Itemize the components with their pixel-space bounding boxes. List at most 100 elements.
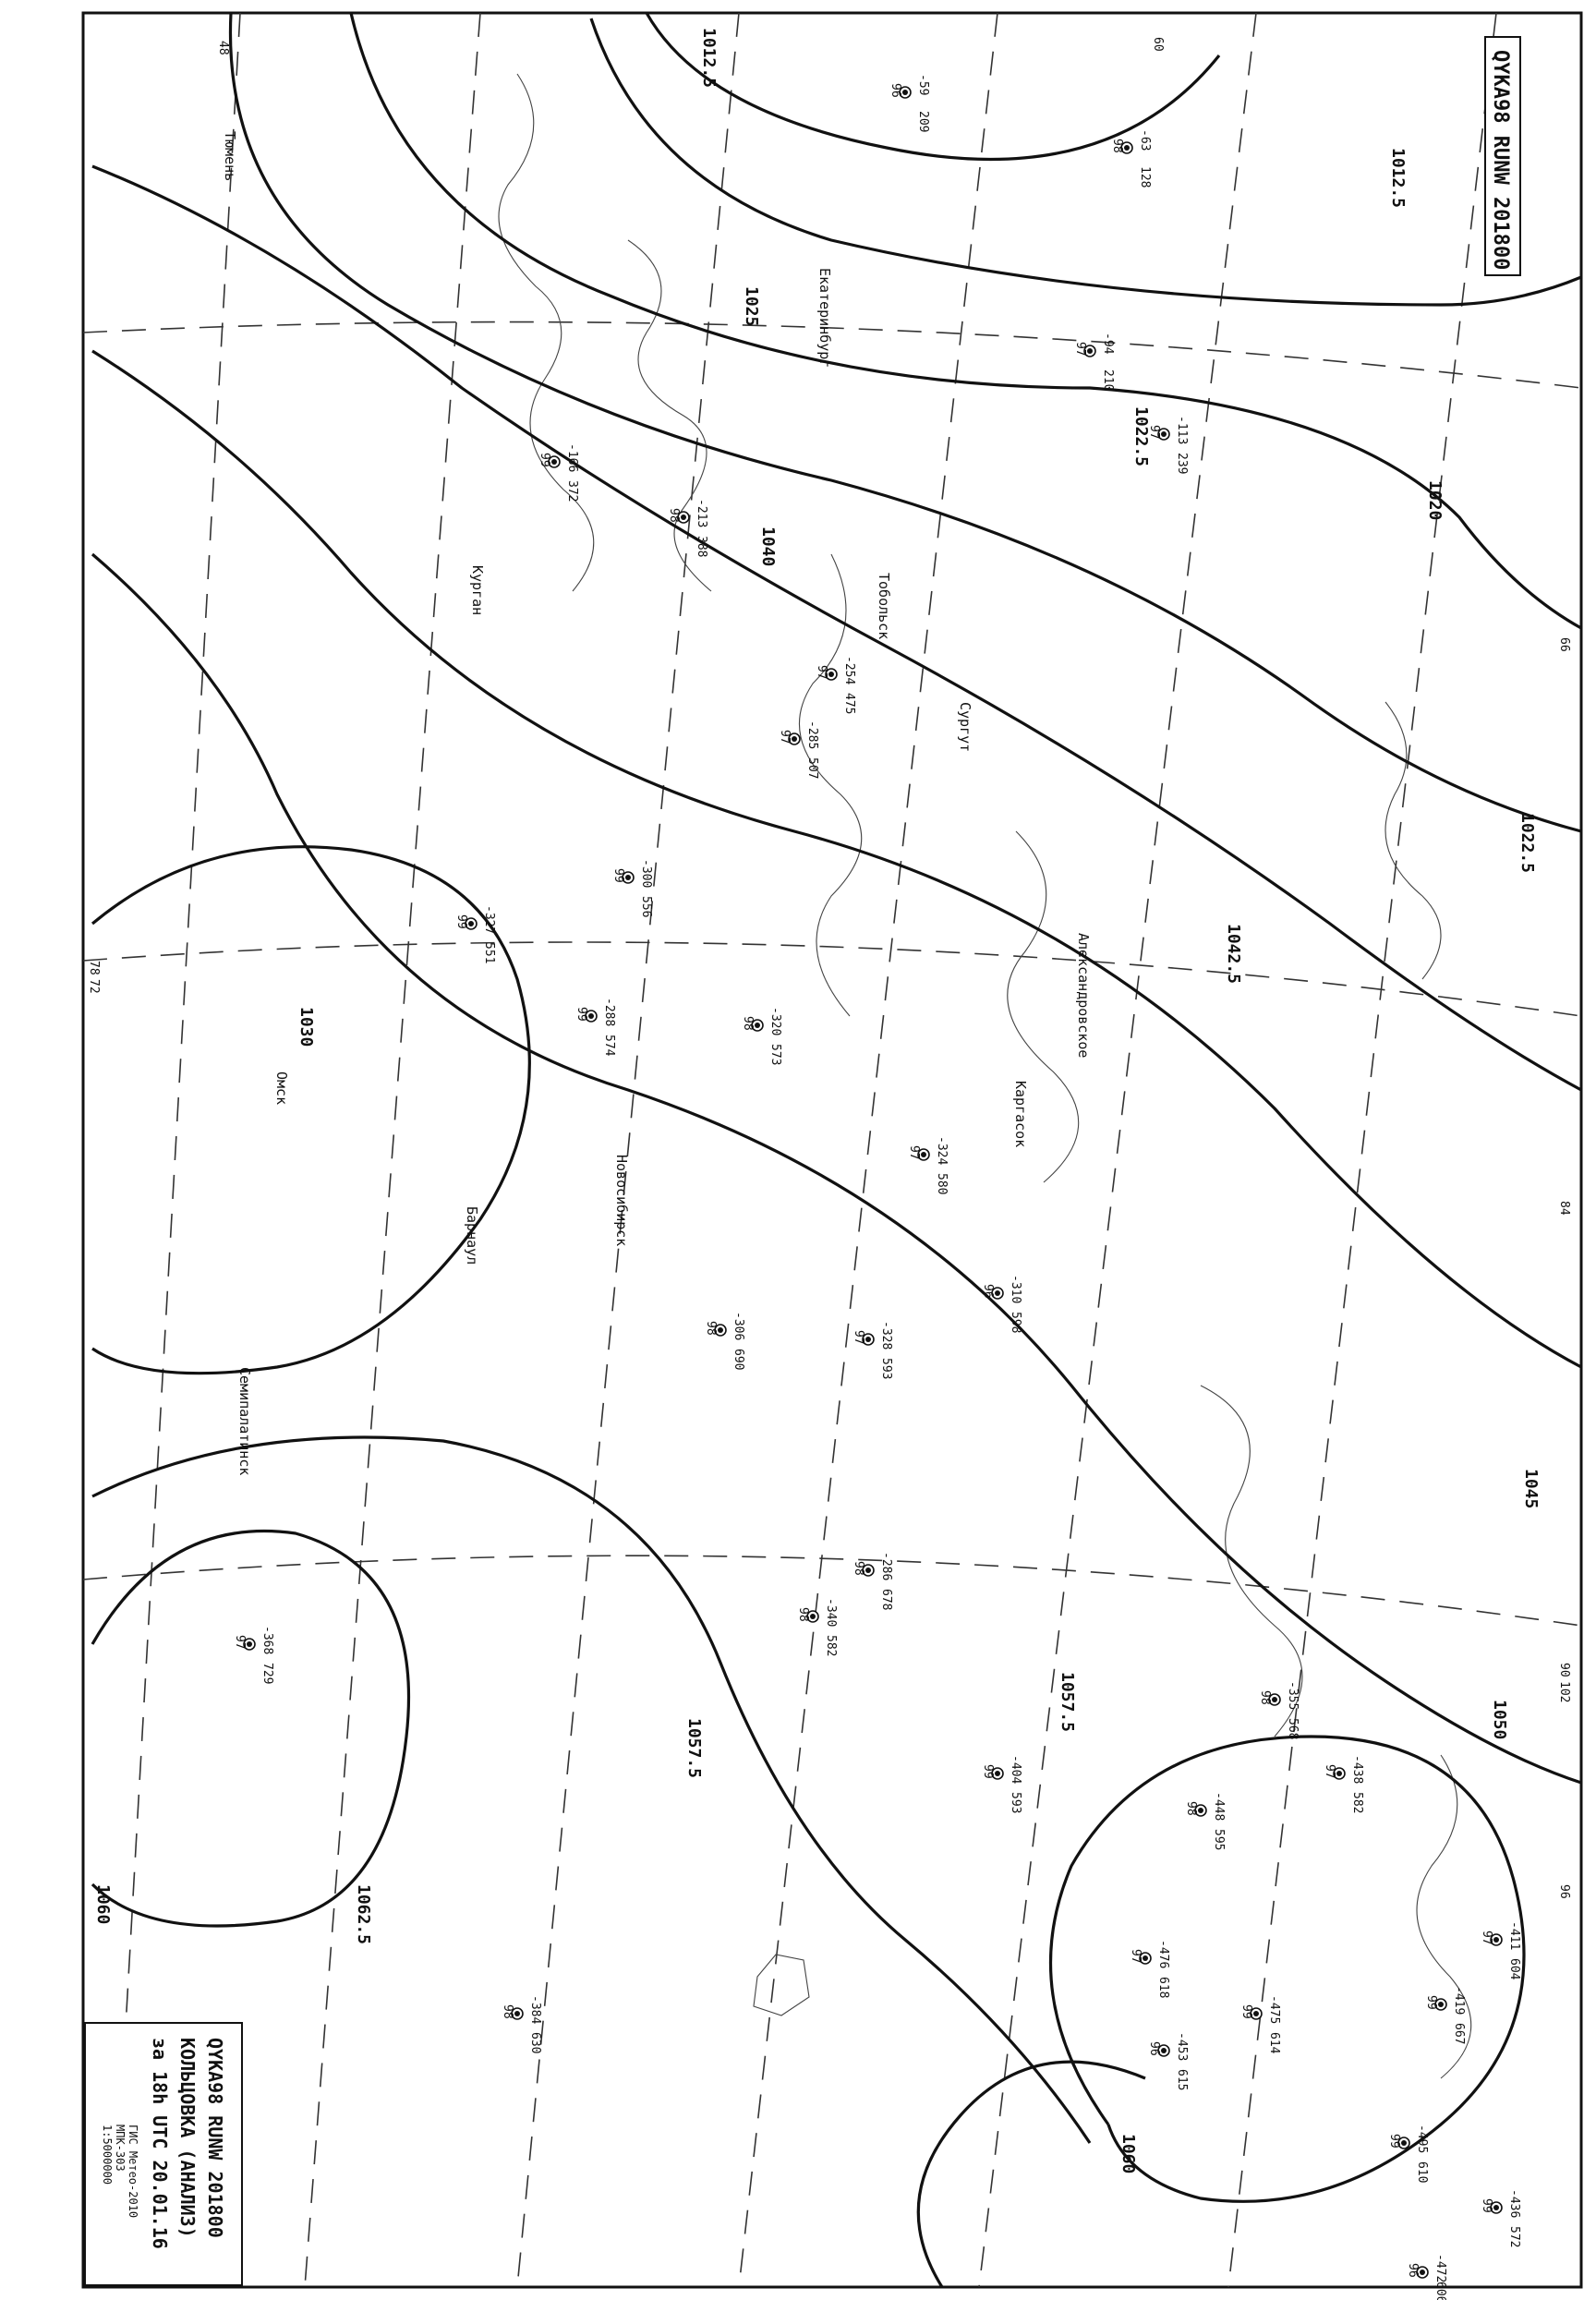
station-dew: 98 [704,1321,718,1336]
isobar-label: 1050 [1490,1700,1509,1739]
station-temp: -448 [1212,1792,1226,1821]
coordinate-grid [82,12,1582,2288]
isobar-label: 1012.5 [699,28,719,88]
grid-label: 72 [87,979,101,994]
station-temp: -286 [879,1552,893,1580]
station-dew: 99 [981,1764,995,1779]
place-name: Курган [469,565,486,615]
station-dew: 96 [889,83,902,98]
station-temp: -436 [1507,2189,1521,2218]
geography-lines [498,73,1472,2079]
station-pressure: 372 [565,480,579,502]
place-name: Барнаул [464,1206,480,1265]
station-pressure: 729 [260,1663,274,1684]
station-pressure: 128 [1138,166,1152,188]
isobar-label: 1042.5 [1224,924,1243,984]
station-pressure: 593 [879,1358,893,1379]
station-dew: 96 [981,1284,995,1299]
station-temp: -495 [1415,2124,1429,2153]
grid-label: 66 [1557,637,1571,652]
station-pressure: 630 [528,2032,542,2053]
station-pressure: 582 [1350,1792,1364,1813]
station-pressure: 614 [1267,2032,1281,2054]
station-pressure: 239 [1175,453,1189,474]
station-pressure: 618 [1156,1977,1170,1998]
station-dew: 99 [1239,2004,1253,2019]
station-pressure: 595 [1212,1829,1226,1850]
station-temp: -355 [1286,1681,1300,1710]
station-pressure: 610 [1415,2161,1429,2183]
station-temp: -320 [768,1007,782,1035]
station-dew: 99 [1424,1995,1438,2010]
station-pressure: 573 [768,1044,782,1065]
station-temp: -63 [1138,129,1152,151]
station-pressure: 593 [1009,1792,1022,1813]
grid-label: 90 [1557,1663,1571,1677]
station-pressure: 667 [1452,2023,1466,2044]
station-pressure: 572 [1507,2226,1521,2247]
map-frame [81,11,1583,2289]
isobar-label: 1040 [758,527,778,566]
station-pressure: 606 [1433,2282,1447,2300]
place-names: Екатеринбург Тобольск Тюмень Курган Омск… [222,131,1092,1475]
grid-label: 96 [1557,1884,1571,1899]
station-temp: -328 [879,1321,893,1350]
station-temp: -404 [1009,1755,1022,1784]
station-dew: 99 [1480,2198,1493,2213]
grid-label: 84 [1557,1201,1571,1216]
station-pressure: 209 [916,111,930,132]
station-temp: -306 [732,1312,745,1340]
legend-time: за 18h UTC 20.01.16 [149,2038,171,2249]
station-temp: -475 [1267,1995,1281,2024]
station-dew: 98 [1258,1690,1272,1705]
station-temp: -213 [695,499,708,527]
station-temp: -324 [935,1136,949,1165]
isobar-label: 1060 [1118,2134,1138,2173]
legend-scale: 1:5000000 [101,2124,114,2185]
legend-code: QYKA98 RUNW 201800 [204,2038,226,2238]
station-dew: 98 [1184,1801,1198,1816]
station-pressure: 556 [639,896,653,917]
station-dew: 99 [611,868,625,883]
isobar-label: 1025 [742,286,761,326]
station-temp: -368 [260,1626,274,1654]
isobars [91,12,1582,2288]
station-pressure: 678 [879,1589,893,1610]
station-temp: -166 [565,443,579,472]
station-pressure: 615 [1175,2069,1189,2090]
station-dew: 98 [667,508,681,523]
station-temp: -254 [842,656,856,684]
isobar-label: 1045 [1521,1469,1541,1508]
station-pressure: 551 [482,942,496,963]
isobar-label: 1062.5 [354,1884,373,1944]
station-pressure: 574 [602,1035,616,1057]
station-plot: -448 595 98 [1184,1792,1226,1850]
station-pressure: 388 [695,536,708,557]
station-dew: 97 [1129,1949,1143,1964]
station-dew: 97 [907,1145,921,1160]
station-pressure: 604 [1507,1958,1521,1980]
station-pressure: 210 [1101,369,1115,391]
station-dew: 98 [501,2004,514,2019]
station-dew: 99 [1387,2134,1401,2149]
station-plot: -436 572 99 [1480,2189,1521,2247]
chart-legend: QYKA98 RUNW 201800 КОЛЬЦОВКА (АНАЛИЗ) за… [84,2022,243,2286]
station-pressure: 582 [824,1635,838,1656]
legend-type: КОЛЬЦОВКА (АНАЛИЗ) [176,2038,199,2238]
station-temp: -310 [1009,1275,1022,1303]
station-temp: -438 [1350,1755,1364,1784]
